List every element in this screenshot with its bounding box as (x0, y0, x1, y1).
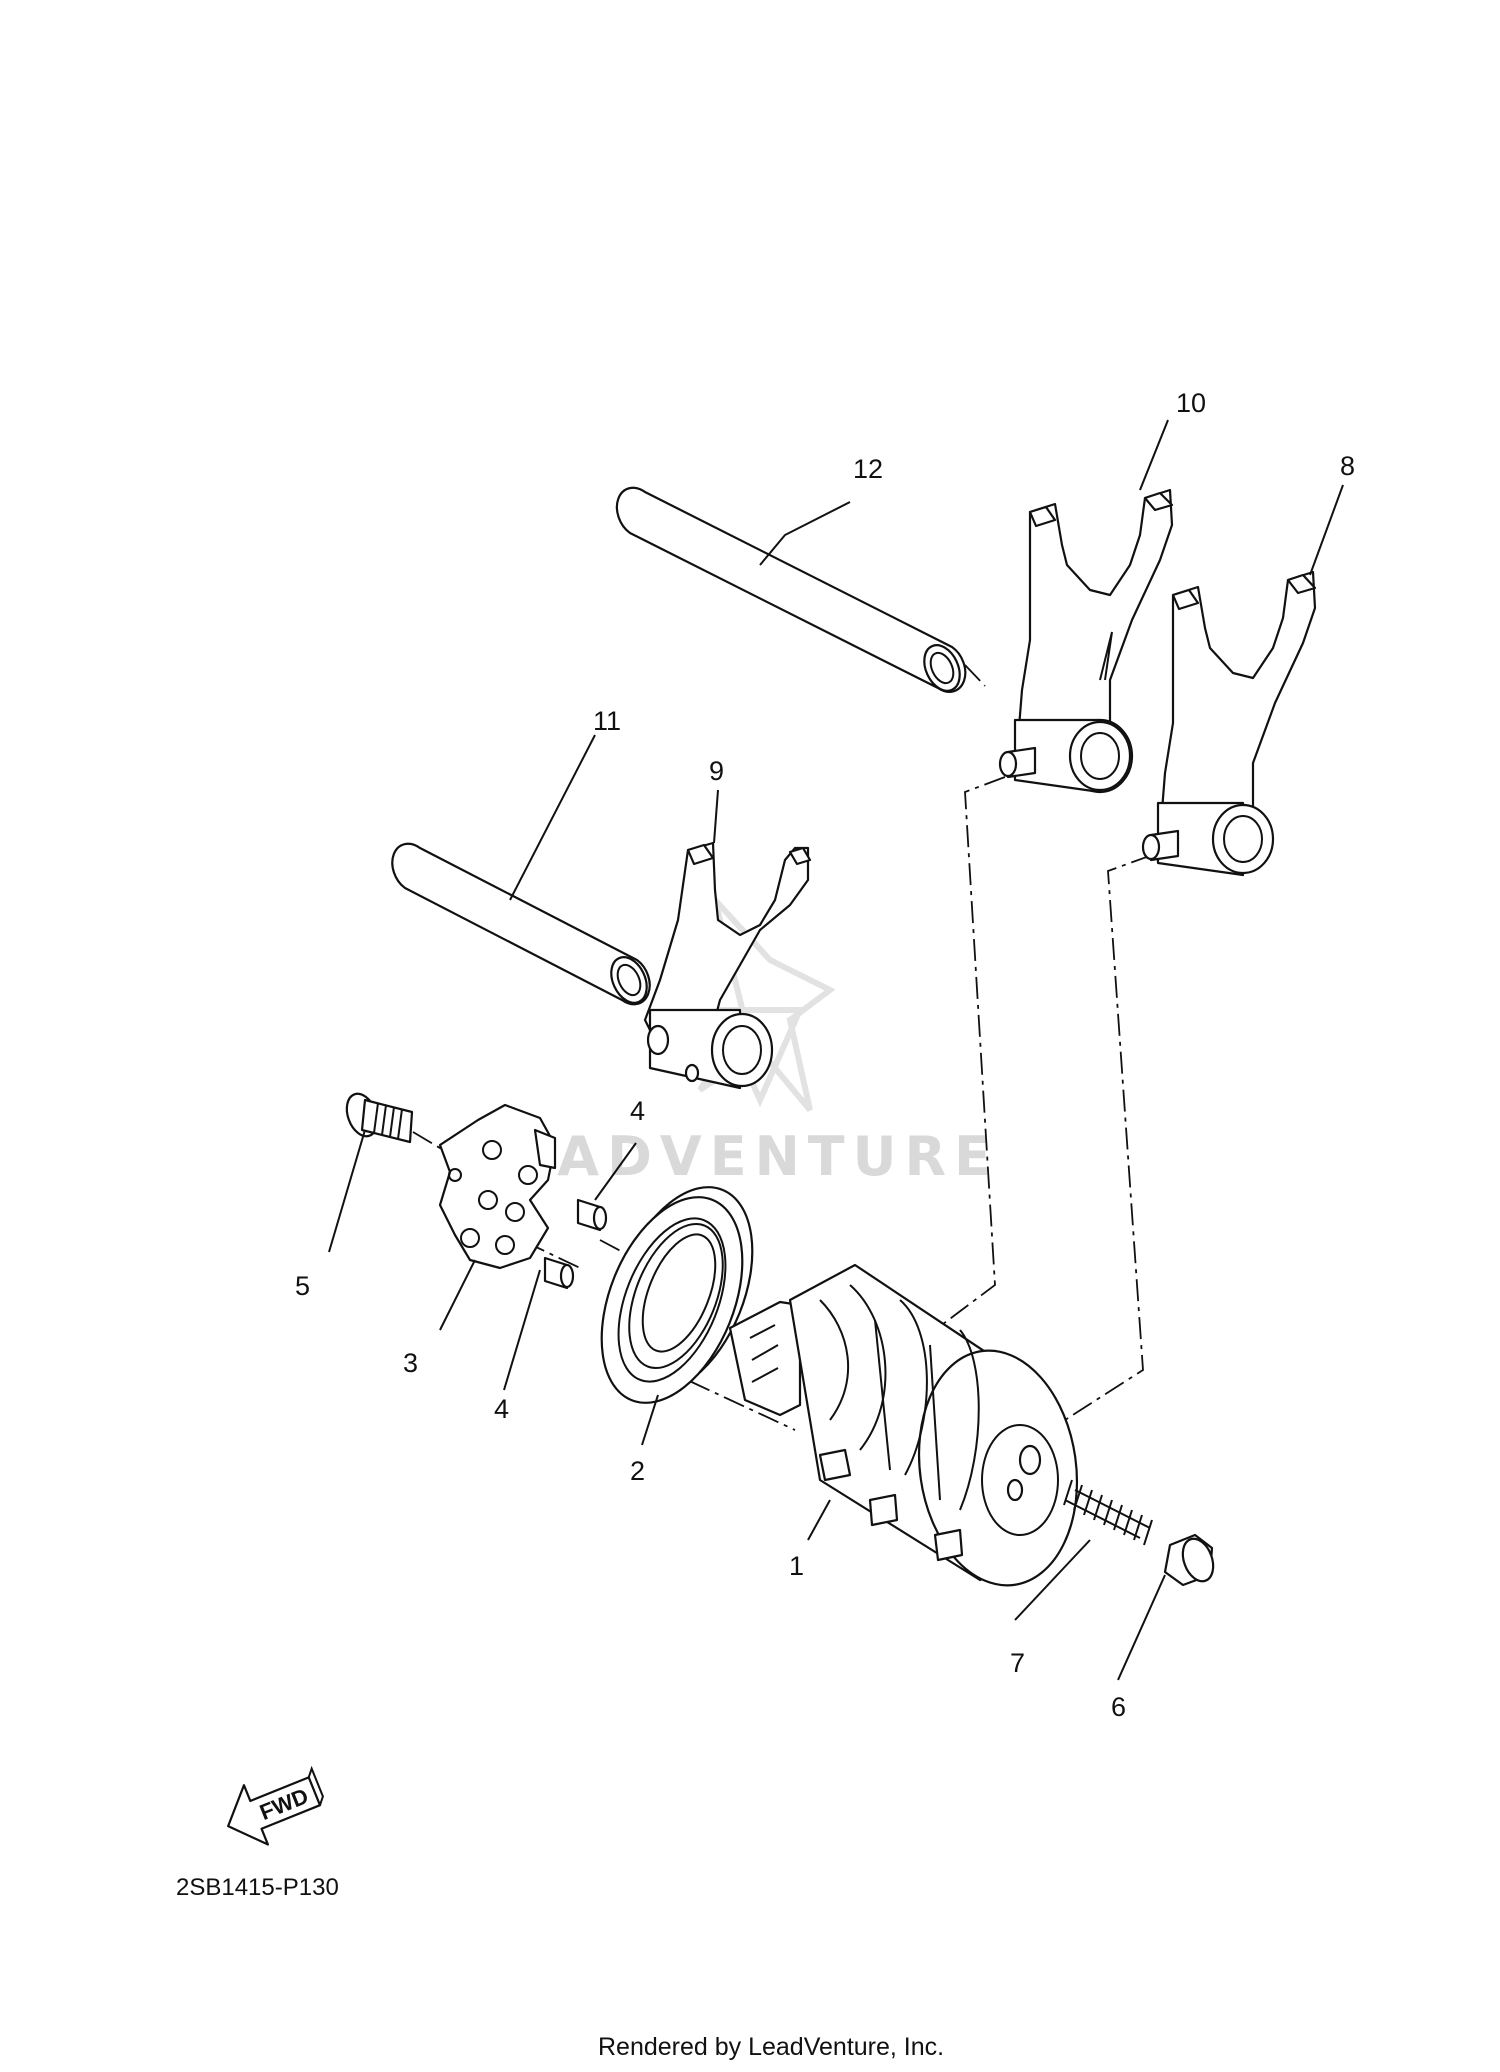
part-9-shift-fork (643, 841, 812, 1090)
leader-lines (328, 419, 1344, 1681)
part-6-pin (1163, 1533, 1215, 1587)
callout-9: 9 (709, 756, 724, 786)
part-4-dowel-pin-lower (543, 1256, 575, 1290)
callout-5: 5 (295, 1271, 310, 1301)
watermark-text: LEADVENTURE (470, 1125, 999, 1188)
callout-4-upper: 4 (630, 1096, 645, 1126)
callout-8: 8 (1340, 451, 1355, 481)
callout-3: 3 (403, 1348, 418, 1378)
callout-10: 10 (1176, 388, 1206, 418)
fwd-arrow-icon: FWD (227, 1765, 324, 1846)
footer-credit: Rendered by LeadVenture, Inc. (598, 2033, 944, 2061)
watermark: LEADVENTURE (470, 897, 999, 1188)
callout-2: 2 (630, 1456, 645, 1486)
part-4-dowel-pin-upper (576, 1198, 608, 1232)
callout-6: 6 (1111, 1692, 1126, 1722)
part-7-spring (1063, 1479, 1153, 1546)
part-10-shift-fork (998, 488, 1174, 794)
callout-4-lower: 4 (494, 1394, 509, 1424)
callout-1: 1 (789, 1551, 804, 1581)
part-1-shift-drum (728, 1263, 1079, 1587)
part-12-shift-fork-shaft (615, 486, 967, 693)
callout-11: 11 (593, 706, 621, 736)
part-5-screw (345, 1092, 414, 1144)
part-8-shift-fork (1141, 570, 1317, 877)
diagram-code: 2SB1415-P130 (176, 1874, 339, 1901)
part-3-segment (438, 1103, 557, 1270)
callouts: 1 2 3 4 4 5 6 7 8 9 10 11 12 (295, 388, 1355, 1722)
part-2-bearing (600, 1186, 754, 1404)
callout-12: 12 (853, 454, 883, 484)
part-11-shift-fork-shaft (391, 842, 651, 1006)
callout-7: 7 (1010, 1648, 1025, 1678)
